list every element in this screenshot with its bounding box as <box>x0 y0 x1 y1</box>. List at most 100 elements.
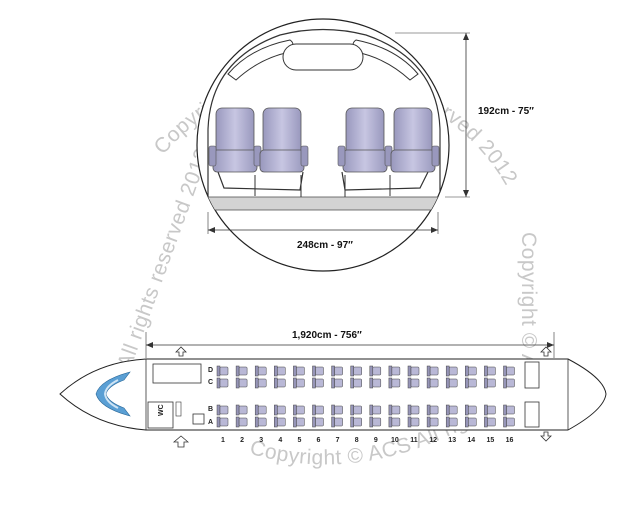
aft-galley-upper <box>524 361 540 389</box>
seat-10b <box>388 404 401 416</box>
seat-7c <box>331 377 343 389</box>
watermark-left-text: All rights reserved 2012 <box>113 145 214 371</box>
seat-8c <box>350 377 362 389</box>
seat-5d <box>293 365 305 377</box>
seat-6c <box>312 377 324 389</box>
seat-letter-c: C <box>208 379 213 386</box>
seat-12d <box>426 365 439 377</box>
seat-front-view-4 <box>390 107 440 173</box>
row-number-14: 14 <box>467 437 475 444</box>
seat-4a <box>274 416 286 428</box>
seat-4d <box>274 365 286 377</box>
cabin-length-dimension: 1,920cm - 756″ <box>145 330 555 358</box>
row-number-9: 9 <box>374 437 378 444</box>
forward-galley <box>152 363 202 384</box>
seat-11c <box>407 377 420 389</box>
seat-12c <box>426 377 439 389</box>
seat-11a <box>407 416 420 428</box>
seat-8d <box>350 365 362 377</box>
seat-2a <box>235 416 248 428</box>
row-number-3: 3 <box>259 437 263 444</box>
overhead-panel <box>282 43 364 71</box>
seat-front-view-3 <box>337 107 393 173</box>
seat-5c <box>293 377 305 389</box>
seat-7a <box>331 416 343 428</box>
seat-12b <box>426 404 439 416</box>
row-number-11: 11 <box>410 437 418 444</box>
seat-1d <box>216 365 229 377</box>
seat-14a <box>465 416 477 428</box>
aft-galley-lower <box>524 401 540 428</box>
seat-9a <box>369 416 382 428</box>
door-arrows <box>172 346 552 448</box>
cabin-length-label: 1,920cm - 756″ <box>292 330 362 341</box>
row-number-8: 8 <box>355 437 359 444</box>
seat-10a <box>388 416 401 428</box>
seat-7b <box>331 404 343 416</box>
seat-6d <box>312 365 324 377</box>
seat-13c <box>445 377 458 389</box>
seat-3a <box>254 416 267 428</box>
cabin-width-label: 248cm - 97″ <box>297 240 353 251</box>
seat-1b <box>216 404 229 416</box>
seat-3c <box>254 377 267 389</box>
seat-16d <box>503 365 515 377</box>
lavatory-label: WC <box>158 404 165 416</box>
seat-grid <box>216 365 515 428</box>
seat-pair-left <box>208 107 309 197</box>
seat-letter-a: A <box>208 419 213 426</box>
seat-4b <box>274 404 286 416</box>
seat-7d <box>331 365 343 377</box>
seat-9b <box>369 404 382 416</box>
seat-15a <box>484 416 496 428</box>
cabin-height-label: 192cm - 75″ <box>478 106 534 117</box>
seat-3b <box>254 404 267 416</box>
row-number-12: 12 <box>429 437 437 444</box>
seat-15b <box>484 404 496 416</box>
row-number-13: 13 <box>448 437 456 444</box>
seat-14b <box>465 404 477 416</box>
row-number-7: 7 <box>336 437 340 444</box>
seat-2b <box>235 404 248 416</box>
seat-6a <box>312 416 324 428</box>
cabin-inner-wall <box>207 28 441 200</box>
forward-closet <box>192 413 205 425</box>
door-arrow-aft-top <box>540 346 552 357</box>
seat-letter-d: D <box>208 367 213 374</box>
seat-4c <box>274 377 286 389</box>
seat-1a <box>216 416 229 428</box>
seat-16b <box>503 404 515 416</box>
seat-2c <box>235 377 248 389</box>
seat-2d <box>235 365 248 377</box>
seat-14c <box>465 377 477 389</box>
cabin-floor-plan: 1,920cm - 756″ WC D C <box>59 330 607 448</box>
seat-pair-right <box>337 107 440 197</box>
cabin-width-dimension: 248cm - 97″ <box>207 212 439 251</box>
seat-13a <box>445 416 458 428</box>
seat-10c <box>388 377 401 389</box>
seat-9c <box>369 377 382 389</box>
row-number-5: 5 <box>297 437 301 444</box>
fuselage-cross-section: 192cm - 75″ 248cm - 97″ <box>196 18 534 272</box>
seat-letter-b: B <box>208 406 213 413</box>
seat-letters: D C B A <box>208 367 213 426</box>
seat-8a <box>350 416 362 428</box>
door-arrow-front-bottom <box>172 435 190 448</box>
seat-13b <box>445 404 458 416</box>
row-number-15: 15 <box>487 437 495 444</box>
seat-5b <box>293 404 305 416</box>
lavatory <box>147 401 174 429</box>
seat-1c <box>216 377 229 389</box>
row-number-1: 1 <box>221 437 225 444</box>
seat-9d <box>369 365 382 377</box>
row-number-10: 10 <box>391 437 399 444</box>
seat-3d <box>254 365 267 377</box>
seat-14d <box>465 365 477 377</box>
seat-15c <box>484 377 496 389</box>
door-arrow-front-top <box>175 346 187 357</box>
row-number-2: 2 <box>240 437 244 444</box>
seat-11b <box>407 404 420 416</box>
seat-10d <box>388 365 401 377</box>
